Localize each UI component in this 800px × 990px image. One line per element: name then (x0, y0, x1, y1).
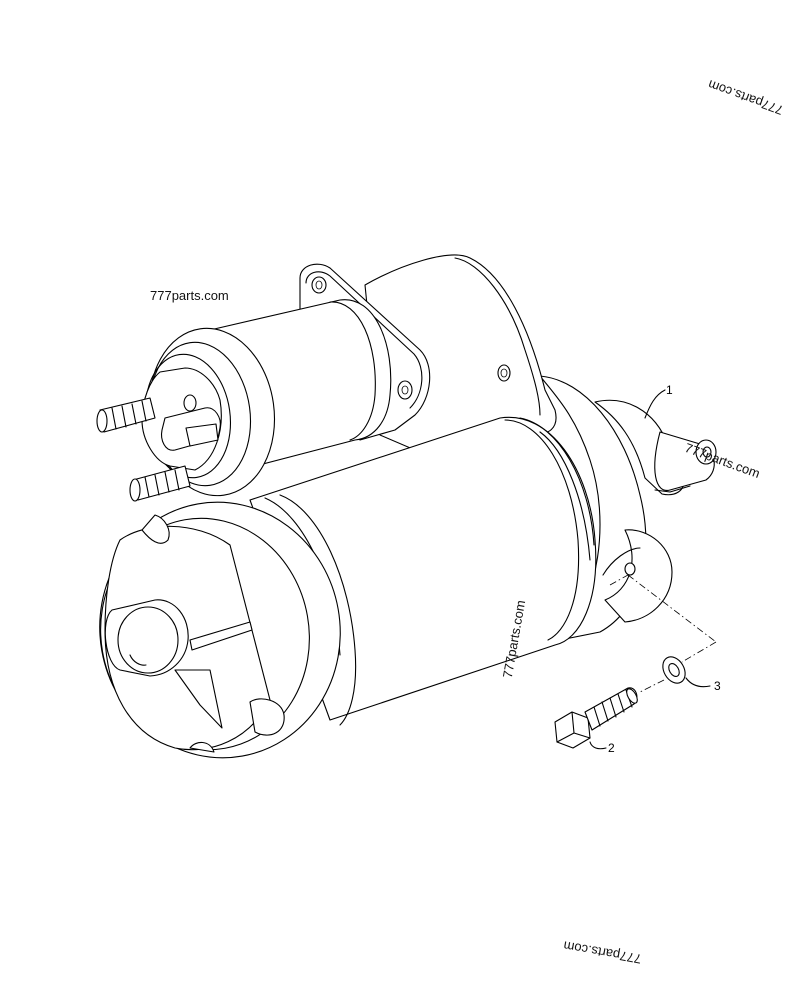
callout-3: 3 (714, 679, 721, 693)
end-cap (99, 501, 341, 759)
callout-1: 1 (666, 383, 673, 397)
solenoid-terminals (96, 394, 221, 502)
washer (662, 656, 686, 684)
assembly-centerlines (609, 574, 717, 693)
watermark-top-right-clip: 777parts.com (706, 77, 800, 150)
leader-lines (589, 389, 711, 750)
mounting-bolt (554, 687, 638, 749)
watermark-top-left: 777parts.com (150, 288, 229, 303)
callout-2: 2 (608, 741, 615, 755)
pivot-shaft (654, 431, 717, 493)
